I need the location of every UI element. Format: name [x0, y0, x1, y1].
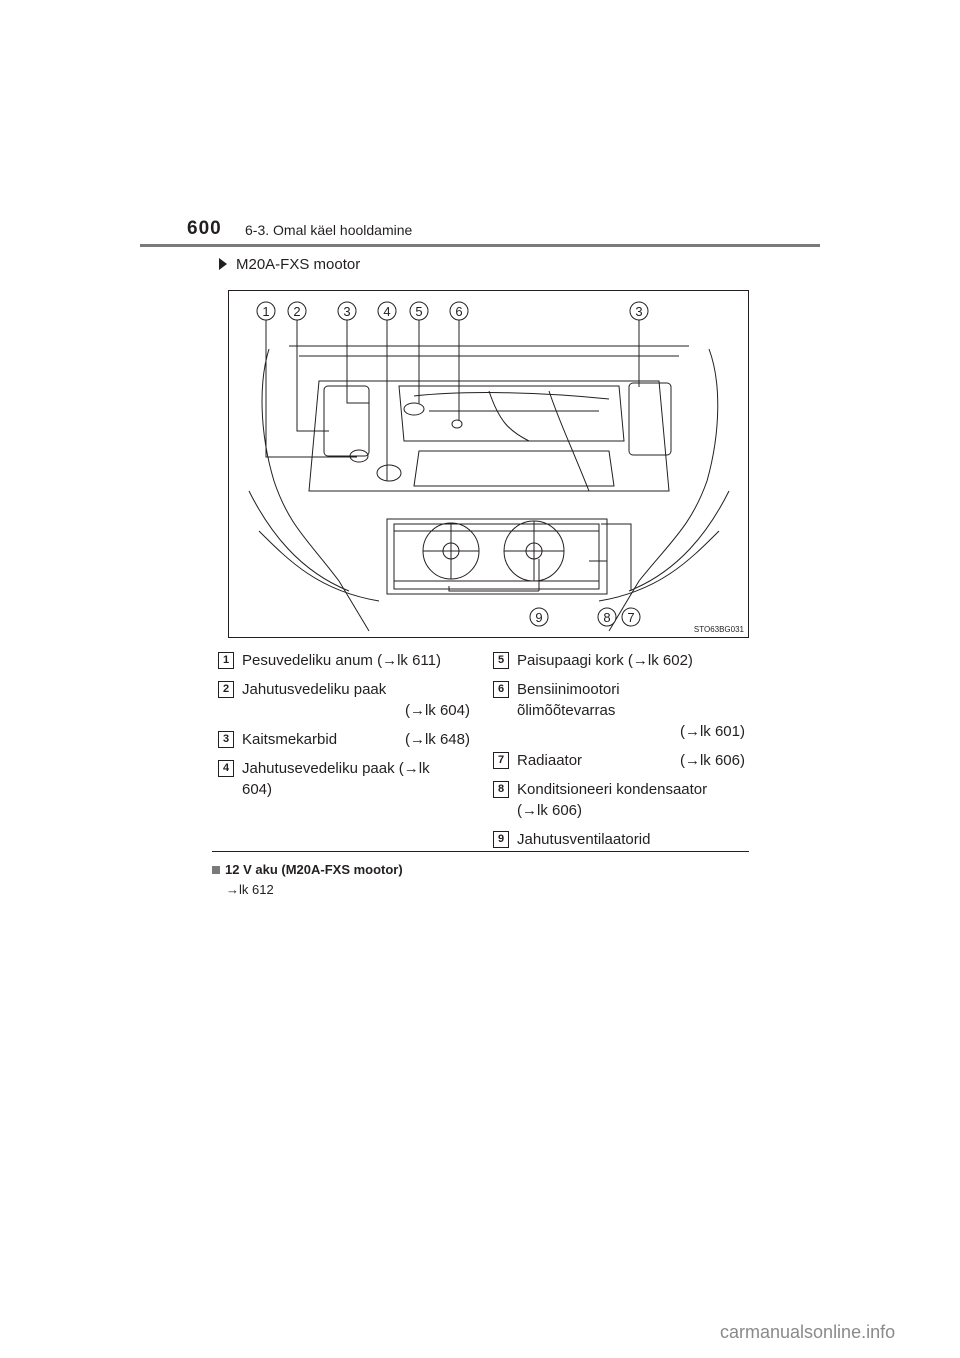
legend-divider — [212, 851, 749, 852]
callout-9: 9 — [529, 607, 549, 627]
svg-text:5: 5 — [415, 304, 422, 319]
item-text: Paisupaagi kork (→lk 602) — [517, 652, 693, 669]
callout-1: 1 — [256, 301, 276, 321]
svg-text:3: 3 — [343, 304, 350, 319]
svg-text:4: 4 — [383, 304, 390, 319]
callout-4: 4 — [377, 301, 397, 321]
legend-item-1: 1 Pesuvedeliku anum (→lk 611) — [218, 650, 470, 671]
item-text: Pesuvedeliku anum (→lk 611) — [242, 652, 441, 669]
callout-8: 8 — [597, 607, 617, 627]
watermark: carmanualsonline.info — [720, 1322, 896, 1342]
svg-text:3: 3 — [635, 304, 642, 319]
legend-item-5: 5 Paisupaagi kork (→lk 602) — [493, 650, 745, 671]
page-number: 600 — [187, 218, 222, 239]
item-number: 3 — [218, 731, 234, 748]
item-number: 2 — [218, 681, 234, 698]
note-title: 12 V aku (M20A-FXS mootor) — [212, 862, 403, 877]
legend-item-7: 7 Radiaator (→lk 606) — [493, 750, 745, 771]
callout-7: 7 — [621, 607, 641, 627]
item-ref: (→lk 604) — [404, 702, 470, 719]
item-number: 6 — [493, 681, 509, 698]
engine-illustration: 1 2 3 4 5 6 3 9 8 7 — [248, 301, 730, 632]
subtitle: M20A-FXS mootor — [219, 256, 360, 273]
item-text: Jahutusevedeliku paak (→lk — [242, 760, 430, 777]
legend-item-6: 6 Bensiinimootori õlimõõtevarras (→lk 60… — [493, 679, 745, 742]
callout-2: 2 — [287, 301, 307, 321]
note-ref: →lk 612 — [226, 882, 274, 897]
callout-6: 6 — [449, 301, 469, 321]
item-text-cont: (→lk 606) — [517, 802, 583, 819]
item-number: 4 — [218, 760, 234, 777]
callout-3: 3 — [337, 301, 357, 321]
subtitle-text: M20A-FXS mootor — [236, 256, 361, 273]
svg-text:8: 8 — [603, 610, 610, 625]
svg-text:6: 6 — [455, 304, 462, 319]
item-text: Bensiinimootori — [517, 681, 620, 698]
item-text-cont: 604) — [242, 781, 273, 798]
square-bullet-icon — [212, 866, 220, 874]
item-text: Jahutusvedeliku paak — [242, 681, 387, 698]
item-ref: (→lk 606) — [679, 752, 745, 769]
callout-5: 5 — [409, 301, 429, 321]
legend-right: 5 Paisupaagi kork (→lk 602) 6 Bensiinimo… — [493, 650, 745, 858]
section-title: 6-3. Omal käel hooldamine — [245, 222, 413, 238]
engine-figure: 1 2 3 4 5 6 3 9 8 7 STO63BG031 — [228, 290, 749, 638]
item-ref: (→lk 601) — [679, 723, 745, 740]
item-number: 5 — [493, 652, 509, 669]
item-text: Kaitsmekarbid — [242, 731, 338, 748]
callout-3b: 3 — [629, 301, 649, 321]
item-number: 7 — [493, 752, 509, 769]
item-number: 9 — [493, 831, 509, 848]
item-number: 8 — [493, 781, 509, 798]
item-text: Radiaator — [517, 752, 583, 769]
item-ref: (→lk 648) — [404, 731, 470, 748]
item-text: Jahutusventilaatorid — [517, 831, 651, 848]
svg-text:1: 1 — [262, 304, 269, 319]
item-text-cont: õlimõõtevarras — [517, 702, 616, 719]
note-title-text: 12 V aku (M20A-FXS mootor) — [225, 862, 403, 877]
legend-item-9: 9 Jahutusventilaatorid — [493, 829, 745, 850]
arrow-right-icon — [219, 258, 227, 270]
item-text: Konditsioneeri kondensaator — [517, 781, 708, 798]
legend-item-8: 8 Konditsioneeri kondensaator (→lk 606) — [493, 779, 745, 821]
header-divider — [140, 244, 820, 247]
svg-text:9: 9 — [535, 610, 542, 625]
legend-item-3: 3 Kaitsmekarbid (→lk 648) — [218, 729, 470, 750]
figure-code: STO63BG031 — [693, 625, 744, 634]
legend-item-2: 2 Jahutusvedeliku paak (→lk 604) — [218, 679, 470, 721]
svg-text:2: 2 — [293, 304, 300, 319]
svg-text:7: 7 — [627, 610, 634, 625]
legend-left: 1 Pesuvedeliku anum (→lk 611) 2 Jahutusv… — [218, 650, 470, 808]
item-number: 1 — [218, 652, 234, 669]
legend-item-4: 4 Jahutusevedeliku paak (→lk 604) — [218, 758, 470, 800]
